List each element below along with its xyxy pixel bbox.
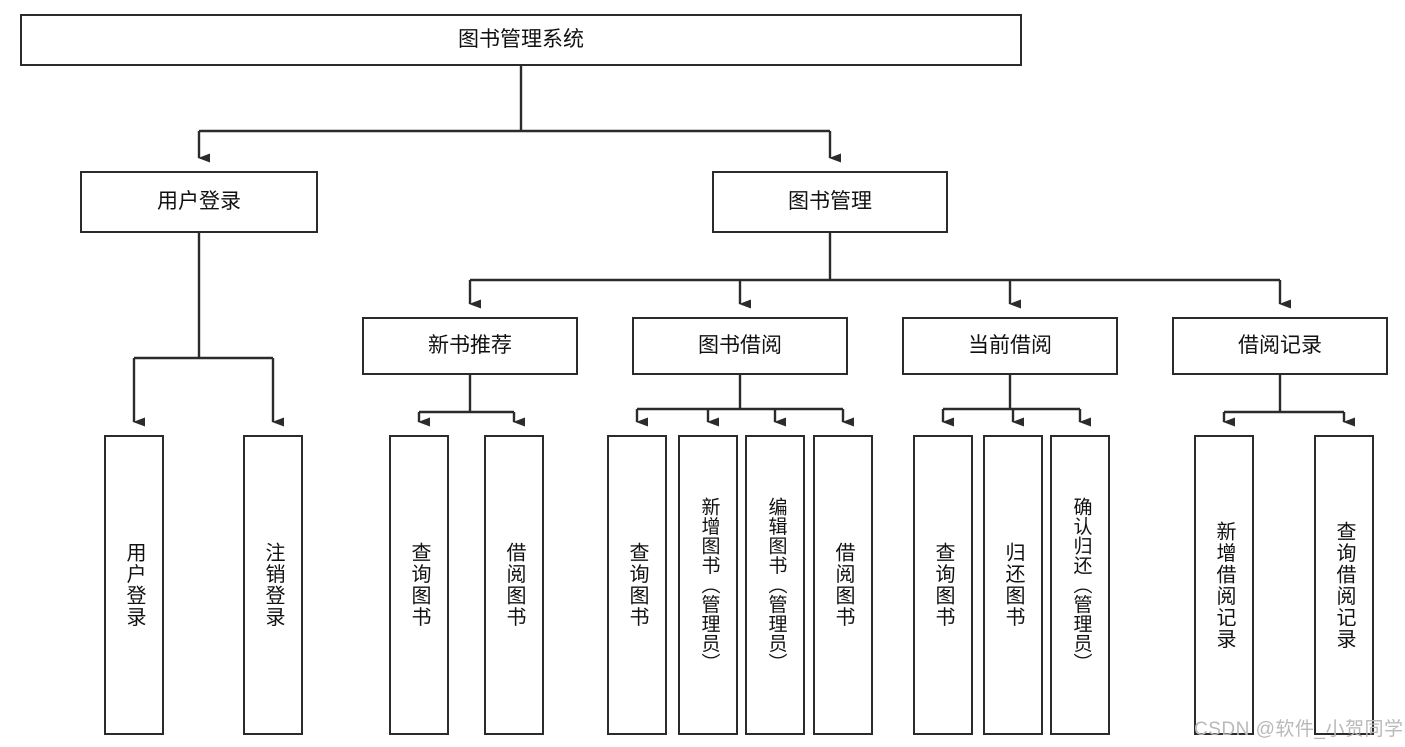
node-user-login[interactable]: 用户登录	[80, 171, 318, 233]
node-leaf-confirm-return-admin[interactable]: 确认归还（管理员）	[1050, 435, 1110, 735]
node-borrow-record[interactable]: 借阅记录	[1172, 317, 1388, 375]
node-leaf-edit-book-admin[interactable]: 编辑图书（管理员）	[745, 435, 805, 735]
node-leaf-user-logout[interactable]: 注销登录	[243, 435, 303, 735]
node-label-leaf-query-book-current: 查询图书	[932, 542, 954, 628]
node-leaf-return-book[interactable]: 归还图书	[983, 435, 1043, 735]
node-label-leaf-borrow-book: 借阅图书	[832, 542, 854, 628]
node-label-current-borrow: 当前借阅	[968, 333, 1052, 357]
node-leaf-add-book-admin[interactable]: 新增图书（管理员）	[678, 435, 738, 735]
node-label-leaf-user-login: 用户登录	[123, 542, 145, 628]
node-label-leaf-return-book: 归还图书	[1002, 542, 1024, 628]
node-leaf-query-book-recommend[interactable]: 查询图书	[389, 435, 449, 735]
node-label-book-management: 图书管理	[788, 189, 872, 213]
node-label-leaf-user-logout: 注销登录	[262, 542, 284, 628]
node-leaf-add-borrow-record[interactable]: 新增借阅记录	[1194, 435, 1254, 735]
node-label-leaf-add-book-admin: 新增图书（管理员）	[698, 497, 720, 673]
node-leaf-query-book-borrow[interactable]: 查询图书	[607, 435, 667, 735]
node-current-borrow[interactable]: 当前借阅	[902, 317, 1118, 375]
node-label-book-borrow: 图书借阅	[698, 333, 782, 357]
node-label-leaf-borrow-book-recommend: 借阅图书	[503, 542, 525, 628]
node-leaf-query-book-current[interactable]: 查询图书	[913, 435, 973, 735]
node-label-new-book-recommend: 新书推荐	[428, 333, 512, 357]
node-new-book-recommend[interactable]: 新书推荐	[362, 317, 578, 375]
node-label-leaf-add-borrow-record: 新增借阅记录	[1213, 520, 1235, 650]
node-book-management[interactable]: 图书管理	[712, 171, 948, 233]
node-leaf-user-login[interactable]: 用户登录	[104, 435, 164, 735]
node-label-leaf-query-book-recommend: 查询图书	[408, 542, 430, 628]
node-label-user-login: 用户登录	[157, 189, 241, 213]
connector-group	[132, 66, 1355, 427]
node-leaf-borrow-book-recommend[interactable]: 借阅图书	[484, 435, 544, 735]
node-root[interactable]: 图书管理系统	[20, 14, 1022, 66]
node-label-leaf-query-book-borrow: 查询图书	[626, 542, 648, 628]
node-label-leaf-query-borrow-record: 查询借阅记录	[1333, 520, 1355, 650]
node-book-borrow[interactable]: 图书借阅	[632, 317, 848, 375]
watermark-text: CSDN @软件_小贺同学	[1194, 719, 1404, 740]
node-label-leaf-edit-book-admin: 编辑图书（管理员）	[765, 497, 787, 673]
node-leaf-borrow-book[interactable]: 借阅图书	[813, 435, 873, 735]
node-label-root: 图书管理系统	[458, 27, 584, 51]
node-label-borrow-record: 借阅记录	[1238, 333, 1322, 357]
node-leaf-query-borrow-record[interactable]: 查询借阅记录	[1314, 435, 1374, 735]
node-label-leaf-confirm-return-admin: 确认归还（管理员）	[1070, 497, 1092, 673]
